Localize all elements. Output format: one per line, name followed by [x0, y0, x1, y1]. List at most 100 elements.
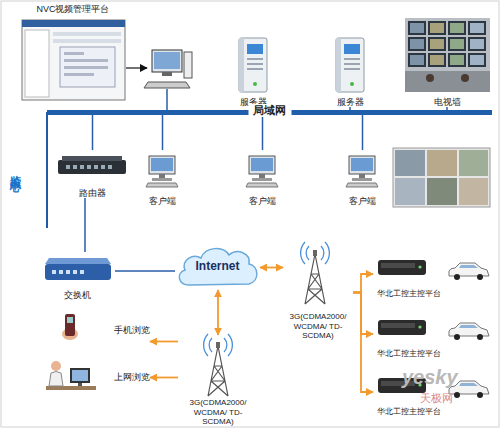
- node-caption: 上网浏览: [114, 372, 150, 382]
- server-node: 服务器: [325, 36, 375, 107]
- software-window: NVC视频管理平台: [18, 4, 128, 102]
- node-caption: 手机浏览: [114, 325, 150, 335]
- switch-icon: [80, 270, 84, 274]
- surveillance-screenshot: [459, 178, 488, 205]
- server-icon: [239, 38, 267, 92]
- car-icon: [449, 323, 489, 340]
- workstation-icon: [144, 82, 190, 88]
- network-cable: [84, 198, 86, 252]
- wireless-link: [150, 341, 178, 343]
- node-caption: 华北工控主控平台: [377, 289, 441, 298]
- software-screenshot: [64, 52, 84, 55]
- phone-user-icon: [65, 314, 75, 336]
- surveillance-screenshot: [393, 148, 490, 207]
- switch-icon: [45, 258, 111, 264]
- desktop-user-icon: [70, 368, 90, 383]
- video-wall-photo: [405, 18, 490, 92]
- tower-node: 3G(CDMA2000/ WCDMA/ TD-SCDMA): [178, 335, 258, 426]
- software-screenshot: [22, 20, 125, 100]
- center-boundary: [46, 112, 48, 228]
- desktop-user-icon: [51, 361, 61, 371]
- client-node: 客户端: [140, 150, 185, 206]
- software-screenshot: [64, 66, 108, 69]
- surveillance-screenshot: [393, 148, 490, 207]
- router-icon: [108, 165, 112, 169]
- switch-icon: [66, 270, 70, 274]
- switch-icon: [59, 270, 63, 274]
- video-wall-photo: [408, 37, 486, 51]
- wireless-link: [150, 377, 178, 379]
- video-wall-photo: [461, 74, 469, 82]
- car-icon: [449, 263, 489, 280]
- network-cable: [92, 115, 94, 150]
- video-wall-photo: [405, 71, 490, 92]
- client-icon: [146, 156, 178, 187]
- router-icon: [58, 160, 126, 174]
- video-wall-photo: [426, 74, 434, 82]
- router-icon: [66, 165, 70, 169]
- wireless-link: [260, 267, 283, 269]
- software-screenshot: [53, 39, 121, 43]
- client-icon: [346, 156, 378, 187]
- watermark: 天极网: [420, 392, 453, 404]
- server-icon: [336, 38, 364, 92]
- platform-node: 华北工控主控平台: [373, 250, 445, 298]
- desktop-user-icon: [46, 386, 96, 390]
- workstation-icon: [144, 50, 192, 88]
- node-caption: 电视墙: [434, 97, 461, 107]
- wireless-link: [353, 293, 373, 393]
- node-caption: 华北工控主控平台: [377, 349, 441, 358]
- node-caption: NVC视频管理平台: [36, 4, 109, 14]
- switch-icon: [45, 264, 111, 280]
- workstation-icon: [154, 52, 180, 69]
- client-node: 客户端: [240, 150, 285, 206]
- desktop-user-icon: [78, 383, 82, 386]
- router-icon: [73, 165, 77, 169]
- surveillance-screenshot: [427, 150, 457, 176]
- lan-band: 局域网: [47, 110, 492, 115]
- phone-user-icon: [62, 314, 78, 340]
- network-cable: [115, 270, 175, 272]
- device-icon: [378, 320, 426, 335]
- pointer-arrow: [126, 67, 147, 68]
- desktop-user-icon: [72, 370, 88, 381]
- router-icon: [62, 156, 122, 161]
- router-icon: [101, 165, 105, 169]
- node-caption: 服务器: [337, 97, 364, 107]
- software-screenshot: [60, 47, 115, 87]
- node-caption: 交换机: [64, 290, 91, 300]
- router-icon: [94, 165, 98, 169]
- connector-group: [85, 107, 447, 392]
- software-screenshot: [53, 32, 121, 36]
- router-icon: [58, 156, 126, 174]
- phone-user-icon: [67, 317, 73, 323]
- software-screenshot: [64, 73, 94, 76]
- switch-node: 交换机: [40, 252, 115, 300]
- desktop-user-node: 上网浏览: [45, 355, 150, 400]
- tower-icon: [301, 242, 330, 304]
- network-cable: [162, 115, 164, 150]
- tower-icon: [204, 334, 233, 396]
- software-screenshot: [22, 20, 125, 100]
- router-icon: [80, 165, 84, 169]
- wireless-link: [353, 293, 373, 335]
- node-caption: 华北工控主控平台: [377, 407, 441, 416]
- internet-cloud: Internet: [175, 243, 260, 290]
- wireless-link: [217, 290, 219, 335]
- workstation-icon: [152, 50, 182, 72]
- node-caption: 客户端: [349, 196, 376, 206]
- surveillance-screenshot: [459, 150, 488, 176]
- router-icon: [87, 165, 91, 169]
- workstation-icon: [184, 52, 192, 78]
- workstation-icon: [162, 72, 172, 76]
- network-cable: [262, 115, 264, 150]
- video-wall-photo: [408, 53, 486, 67]
- node-caption: 3G(CDMA2000/ WCDMA/ TD-SCDMA): [178, 398, 258, 426]
- network-cable: [362, 115, 364, 150]
- software-screenshot: [22, 20, 125, 27]
- cloud-outline: [179, 249, 257, 285]
- platform-node: 华北工控主控平台: [373, 310, 445, 358]
